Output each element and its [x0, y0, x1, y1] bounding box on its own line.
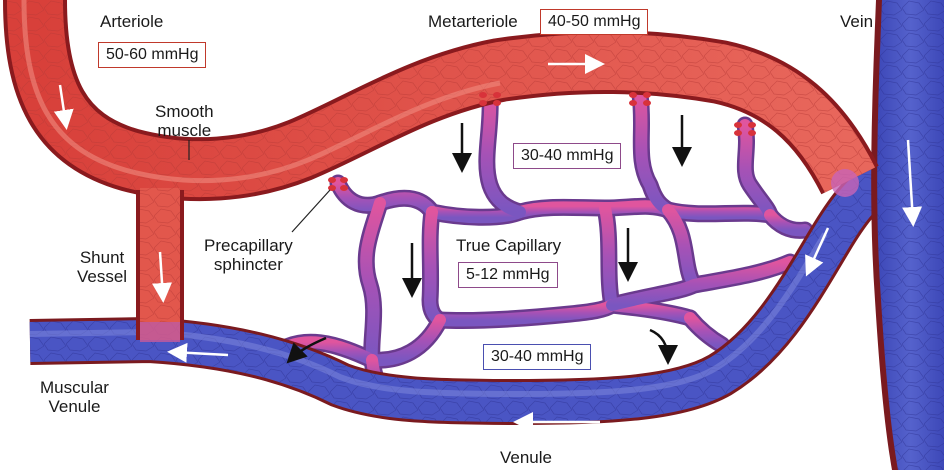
- metarteriole-vein-junction: [831, 169, 859, 197]
- shunt-vessel-label-text: Shunt Vessel: [77, 248, 127, 286]
- arteriole-label: Arteriole: [100, 12, 163, 31]
- true-capillary-label: True Capillary: [456, 236, 561, 255]
- muscular-venule-label: Muscular Venule: [40, 378, 109, 416]
- smooth-muscle-label: Smooth muscle: [155, 102, 214, 140]
- true-capillary-pressure-badge: 5-12 mmHg: [458, 262, 558, 288]
- capillary-venous-pressure-badge: 30-40 mmHg: [483, 344, 591, 370]
- sphincter-leader: [292, 190, 330, 232]
- precapillary-sphincter-label-text: Precapillary sphincter: [204, 236, 293, 274]
- capillary-arrow-6: [650, 330, 668, 360]
- venule-label: Venule: [500, 448, 552, 467]
- arteriole-pressure-badge: 50-60 mmHg: [98, 42, 206, 68]
- precapillary-sphincter-label: Precapillary sphincter: [204, 236, 293, 274]
- vein-label: Vein: [840, 12, 873, 31]
- vein-vessel: [871, 0, 944, 470]
- metarteriole-label: Metarteriole: [428, 12, 518, 31]
- metarteriole-pressure-badge: 40-50 mmHg: [540, 9, 648, 35]
- smooth-muscle-label-text: Smooth muscle: [155, 102, 214, 140]
- muscular-venule-label-text: Muscular Venule: [40, 378, 109, 416]
- shunt-vessel-label: Shunt Vessel: [77, 248, 127, 286]
- capillary-arterial-pressure-badge: 30-40 mmHg: [513, 143, 621, 169]
